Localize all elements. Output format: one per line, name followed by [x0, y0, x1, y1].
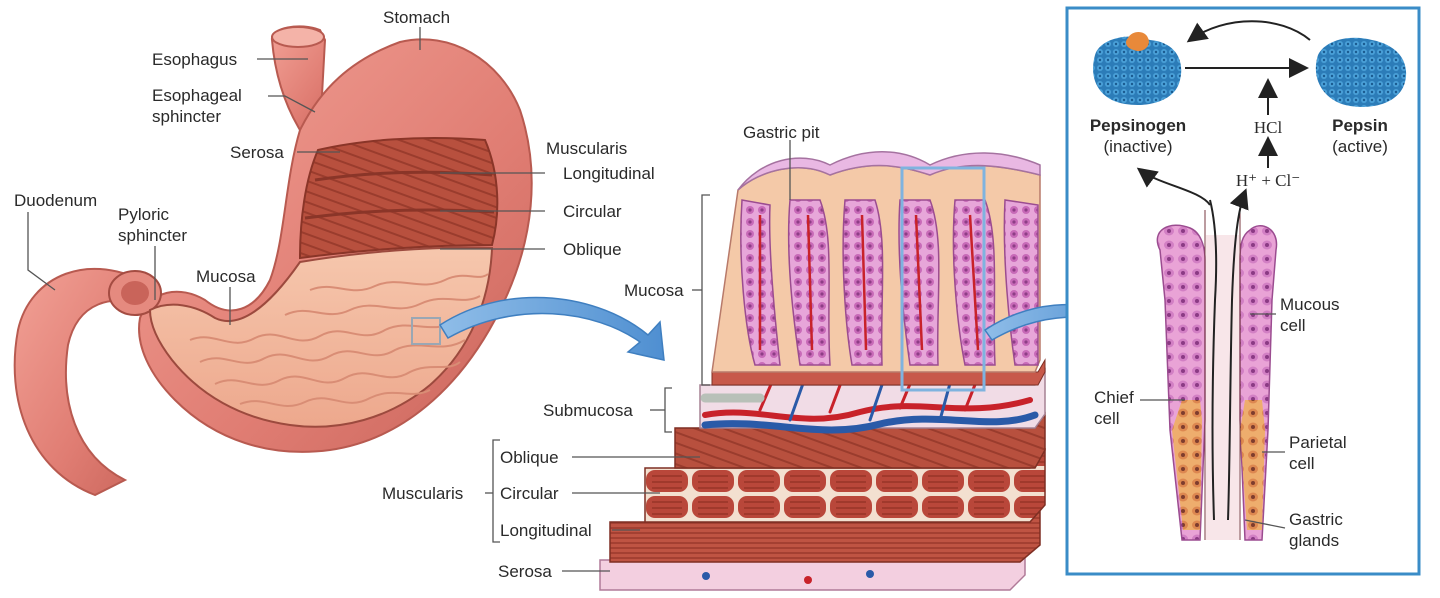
label-longitudinal-stomach: Longitudinal	[563, 164, 655, 183]
label-pepsin: Pepsin	[1332, 116, 1388, 135]
label-mucosa-stomach: Mucosa	[196, 267, 256, 286]
label-muscularis-stomach: Muscularis	[546, 139, 628, 158]
label-esophageal-sphincter: Esophageal sphincter	[152, 86, 242, 126]
label-pepsin-state: (active)	[1332, 137, 1388, 156]
label-mucous-cell: Mucous cell	[1280, 295, 1340, 335]
label-gastric-glands: Gastric glands	[1289, 510, 1343, 550]
label-serosa-stomach: Serosa	[230, 143, 284, 162]
label-duodenum: Duodenum	[14, 191, 98, 210]
label-serosa-wall: Serosa	[498, 562, 552, 581]
label-ions: H⁺ + Cl⁻	[1235, 171, 1301, 190]
autocatalysis-arrow	[1186, 20, 1311, 43]
label-muscularis-wall: Muscularis	[382, 484, 464, 503]
label-submucosa: Submucosa	[543, 401, 633, 420]
label-mucosa-wall: Mucosa	[624, 281, 684, 300]
label-stomach: Stomach	[383, 8, 451, 27]
label-oblique-wall: Oblique	[500, 448, 559, 467]
label-oblique-stomach: Oblique	[563, 240, 622, 259]
label-pepsinogen: Pepsinogen	[1089, 116, 1187, 135]
pepsin-molecule	[1315, 37, 1407, 108]
blood-vessels	[700, 370, 1039, 434]
gland-callout-box	[900, 166, 986, 392]
label-gastric-pit: Gastric pit	[743, 123, 820, 142]
stomach-callout-box	[411, 317, 441, 345]
pepsinogen-molecule	[1093, 32, 1182, 105]
label-pepsinogen-state: (inactive)	[1103, 137, 1173, 156]
label-parietal-cell: Parietal cell	[1289, 433, 1347, 473]
label-chief-cell: Chief cell	[1094, 388, 1134, 428]
stomach-illustration	[13, 25, 533, 497]
label-circular-wall: Circular	[500, 484, 559, 503]
arrow-stomach-to-wall	[438, 296, 665, 361]
gastric-gland-tube	[1136, 167, 1278, 541]
label-pyloric-sphincter: Pyloric sphincter	[118, 205, 187, 245]
rugae	[189, 273, 489, 407]
duodenum	[13, 267, 152, 497]
label-hcl: HCl	[1253, 118, 1283, 137]
label-circular-stomach: Circular	[563, 202, 622, 221]
stomach-wall-illustration	[599, 151, 1046, 591]
muscularis-layers	[298, 137, 499, 260]
label-esophagus: Esophagus	[152, 50, 238, 69]
leader-lines	[27, 27, 1286, 572]
label-longitudinal-wall: Longitudinal	[500, 521, 592, 540]
